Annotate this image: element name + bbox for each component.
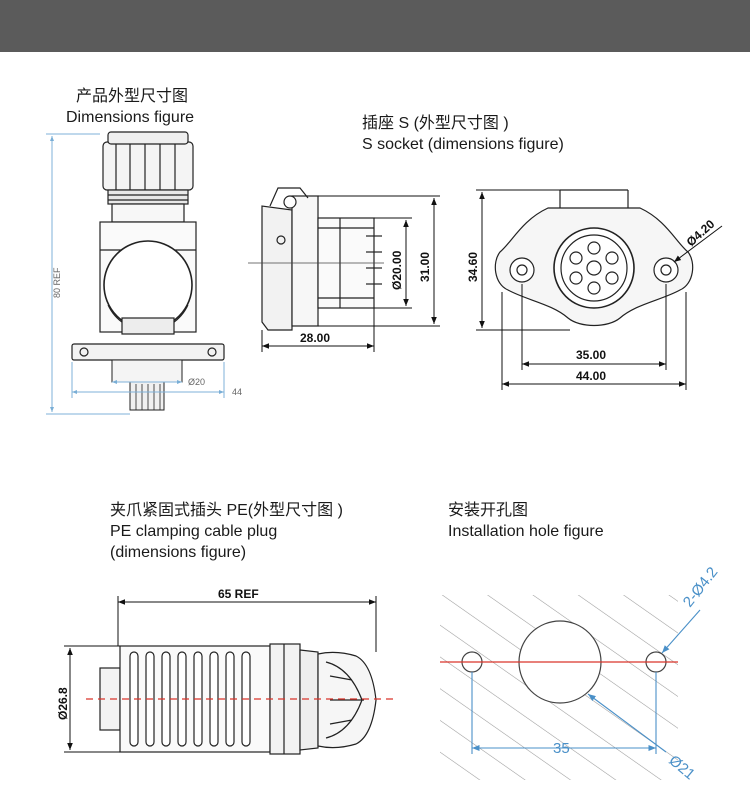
caption-dimensions-figure: 产品外型尺寸图 Dimensions figure — [66, 86, 194, 128]
plug-dimension-lines — [64, 596, 377, 753]
socket-diameter-label: Ø20.00 — [390, 250, 404, 290]
product-dimensions-drawing — [71, 131, 225, 411]
socket-front-dimension-lines — [476, 189, 723, 390]
caption-en: Dimensions figure — [66, 109, 195, 126]
caption-en: Installation hole figure — [448, 523, 604, 540]
product-dimension-lines — [46, 133, 225, 415]
socket-front-drawing — [494, 189, 694, 327]
product-height-label: 80 REF — [52, 267, 62, 298]
socket-side-dimension-lines — [261, 195, 440, 352]
caption-en-2: (dimensions figure) — [110, 544, 247, 561]
socket-height-label: 31.00 — [418, 252, 432, 282]
hole-dimension-lines — [471, 609, 701, 754]
socket-front-height-label: 34.60 — [466, 252, 480, 282]
header-banner — [0, 0, 750, 52]
caption-hole-figure: 安装开孔图 Installation hole figure — [448, 500, 604, 542]
caption-socket-figure: 插座 S (外型尺寸图 ) S socket (dimensions figur… — [362, 113, 564, 155]
caption-en: S socket (dimensions figure) — [362, 136, 564, 153]
socket-length-label: 28.00 — [300, 331, 330, 345]
plug-drawing — [99, 643, 377, 755]
socket-hole-spacing-label: 35.00 — [576, 348, 606, 362]
caption-zh: 产品外型尺寸图 — [76, 88, 189, 105]
caption-zh: 插座 S (外型尺寸图 ) — [362, 115, 509, 132]
caption-zh: 夹爪紧固式插头 PE(外型尺寸图 ) — [110, 502, 343, 519]
caption-plug-figure: 夹爪紧固式插头 PE(外型尺寸图 ) PE clamping cable plu… — [110, 500, 343, 563]
caption-zh: 安装开孔图 — [448, 502, 529, 519]
socket-side-drawing — [261, 187, 382, 331]
caption-en: PE clamping cable plug — [110, 523, 278, 540]
plug-diameter-label: Ø26.8 — [56, 687, 70, 720]
hole-count-label: 2-Ø4.2 — [680, 564, 722, 611]
plug-length-label: 65 REF — [218, 587, 259, 601]
product-width-label: 44 — [232, 387, 242, 397]
hole-spacing-label: 35 — [553, 740, 570, 757]
product-diameter-label: Ø20 — [188, 377, 205, 387]
socket-overall-width-label: 44.00 — [576, 369, 606, 383]
